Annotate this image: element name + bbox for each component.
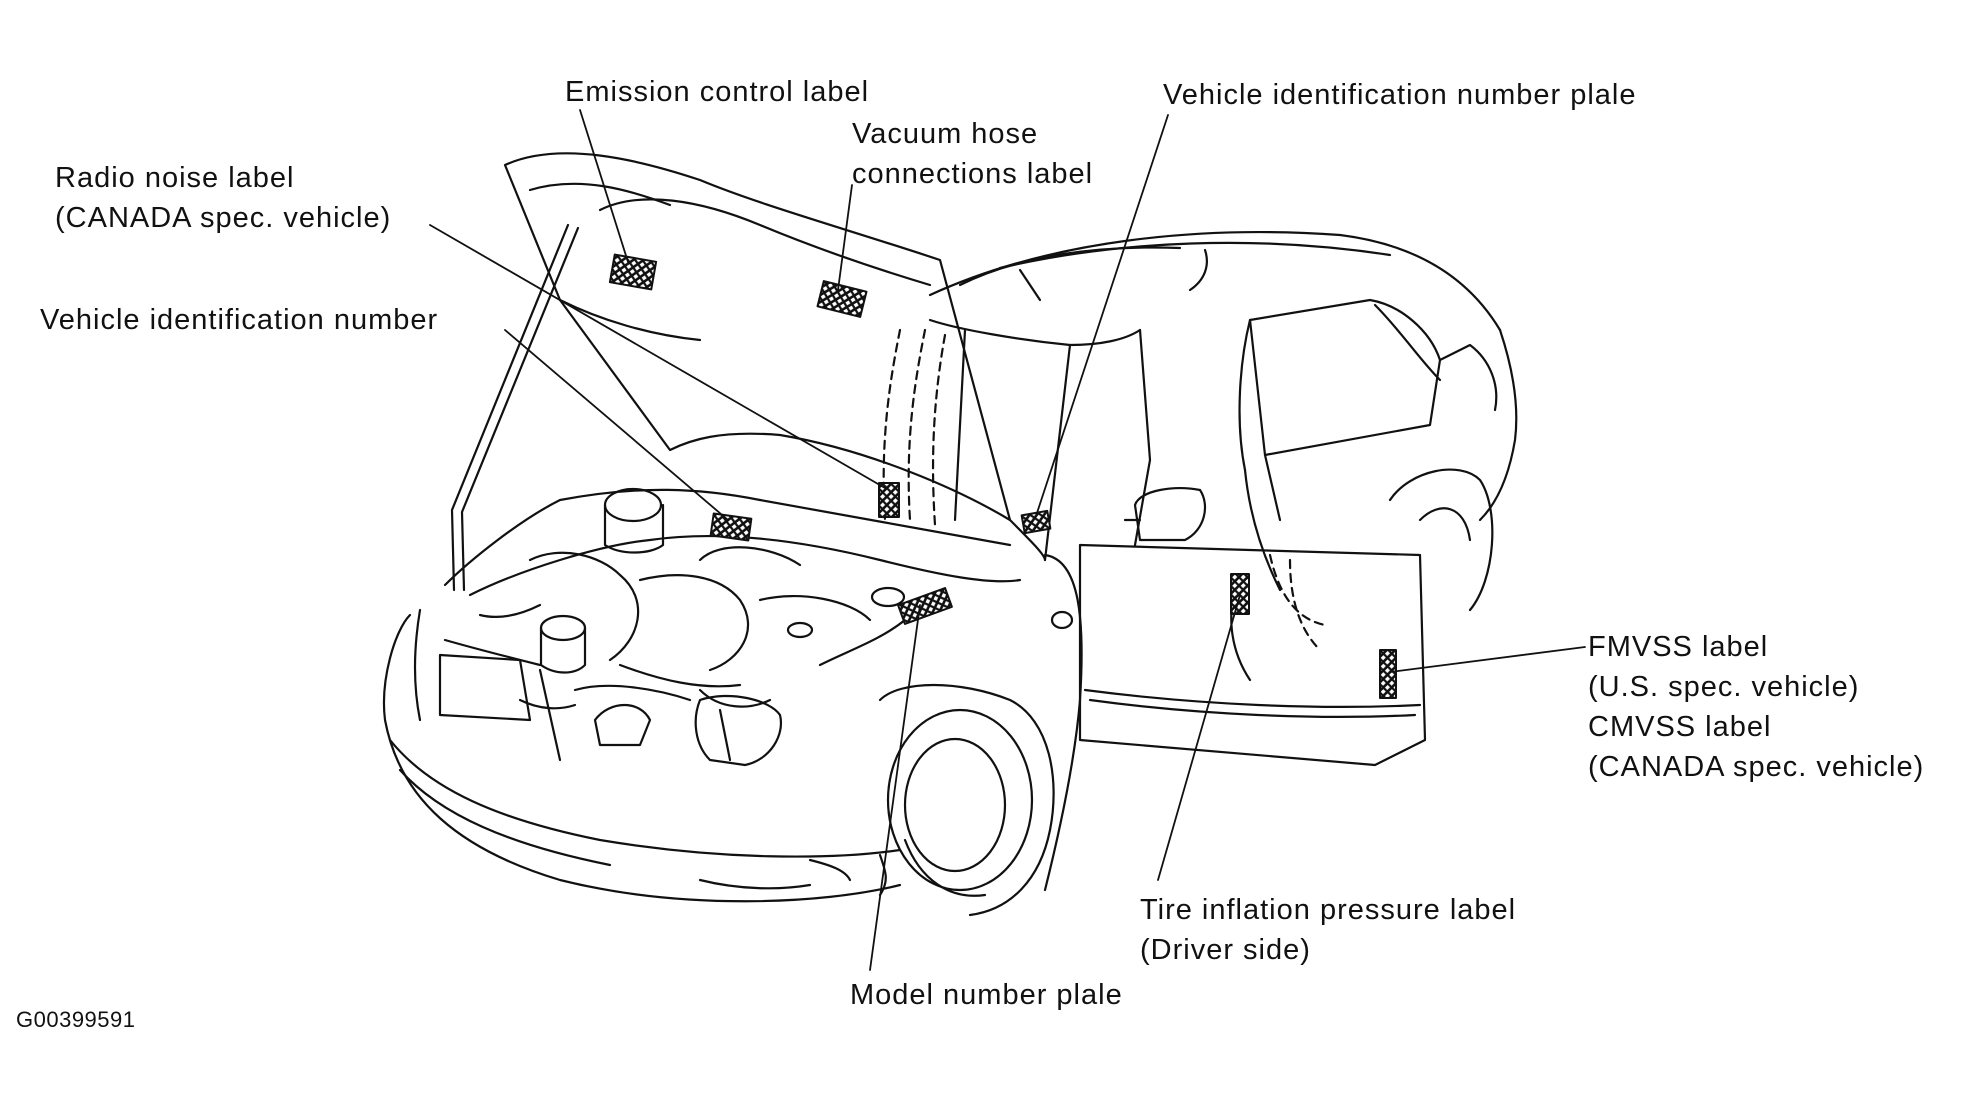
front-wheel	[878, 683, 1055, 917]
hood-prop-rod	[450, 223, 580, 592]
windshield	[928, 318, 1152, 562]
leader-vin	[504, 329, 729, 521]
tire-inflation-label-text: Tire inflation pressure label (Driver si…	[1140, 894, 1517, 966]
vin-plate-patch	[1020, 509, 1052, 535]
roof	[928, 231, 1502, 332]
radio-noise-label-text: Radio noise label (CANADA spec. vehicle)	[55, 162, 392, 234]
leader-tire	[1157, 594, 1241, 881]
emission-label-patch	[608, 253, 658, 291]
leader-fmvss	[1389, 646, 1586, 673]
leader-model	[869, 604, 921, 971]
radio-label-patch	[878, 482, 900, 518]
leader-radio	[429, 224, 886, 489]
leader-vin-plate	[1035, 114, 1169, 517]
engine-bay	[468, 487, 1022, 708]
car-body-side	[1243, 328, 1518, 612]
model-plate-patch	[897, 587, 953, 625]
vacuum-label-patch	[816, 280, 868, 318]
leader-lines	[429, 109, 1586, 971]
side-mirror	[1123, 487, 1207, 542]
vin-plate-label-text: Vehicle identification number plale	[1163, 79, 1637, 111]
model-number-label-text: Model number plale	[850, 979, 1123, 1011]
hidden-lines	[882, 328, 1327, 627]
open-door	[1078, 543, 1427, 767]
tire-label-patch	[1230, 573, 1250, 615]
front-end	[383, 608, 902, 903]
front-fender	[443, 488, 1083, 892]
fmvss-cmvss-label-text: FMVSS label (U.S. spec. vehicle) CMVSS l…	[1588, 631, 1925, 783]
leader-vacuum	[837, 184, 853, 291]
open-hood	[503, 152, 1012, 522]
label-patches	[608, 253, 1397, 699]
vin-label-patch	[709, 512, 753, 542]
vacuum-hose-label-text: Vacuum hose connections label	[852, 118, 1094, 190]
leader-emission	[579, 109, 629, 263]
fmvss-label-patch	[1379, 649, 1397, 699]
figure-id-code: G00399591	[16, 1007, 136, 1032]
side-windows	[1238, 298, 1498, 472]
vin-label-text: Vehicle identification number	[40, 304, 439, 336]
emission-control-label-text: Emission control label	[565, 76, 870, 108]
